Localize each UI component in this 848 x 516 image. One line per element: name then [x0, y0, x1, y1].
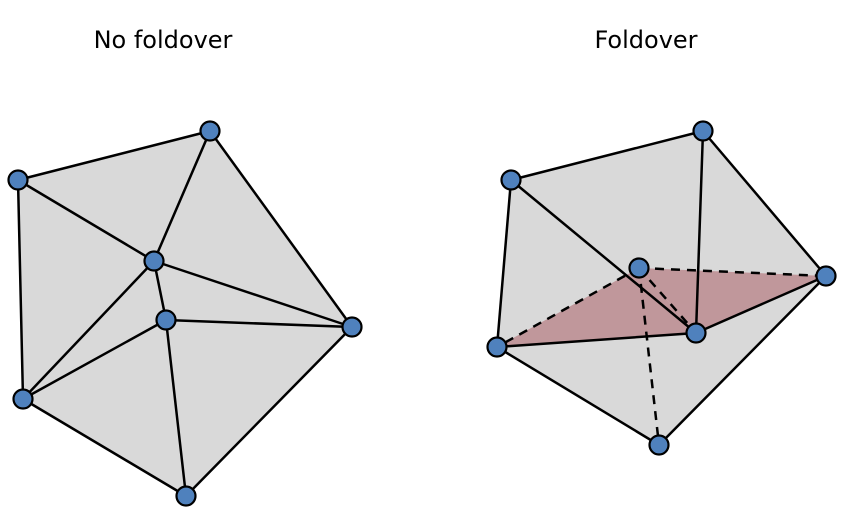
hidden-edge — [638, 267, 697, 334]
mesh-vertex — [175, 485, 197, 507]
mesh-vertex — [815, 265, 837, 287]
mesh-edge — [495, 331, 698, 349]
hidden-edges — [496, 266, 827, 446]
mesh-vertices — [7, 120, 363, 507]
mesh-edge — [694, 274, 828, 335]
mesh-vertex — [692, 120, 714, 142]
mesh-vertex — [155, 309, 177, 331]
mesh-edge — [152, 259, 354, 329]
mesh-vertex — [685, 322, 707, 344]
mesh-edge — [694, 129, 705, 335]
mesh-edge — [16, 178, 156, 263]
mesh-edge — [509, 178, 698, 335]
mesh-vertex — [648, 434, 670, 456]
mesh-edge — [164, 318, 188, 498]
hidden-edge — [496, 266, 640, 349]
mesh-vertex — [143, 250, 165, 272]
mesh-foldover — [486, 120, 837, 456]
folded-face — [639, 268, 826, 333]
mesh-edge — [21, 318, 168, 401]
mesh-vertex — [486, 336, 508, 358]
mesh-edge — [21, 259, 156, 401]
mesh-vertex — [7, 169, 29, 191]
mesh-vertices — [486, 120, 837, 456]
mesh-no-foldover — [7, 120, 363, 507]
mesh-edge — [152, 129, 212, 263]
mesh-edge — [164, 318, 354, 329]
mesh-vertex — [628, 257, 650, 279]
hidden-edge — [637, 267, 661, 446]
mesh-vertex — [341, 316, 363, 338]
panel-title-no-foldover: No foldover — [93, 26, 233, 54]
mesh-edges — [495, 129, 828, 349]
mesh-vertex — [500, 169, 522, 191]
panel-title-foldover: Foldover — [594, 26, 698, 54]
mesh-outline — [16, 129, 354, 498]
folded-face — [497, 268, 696, 347]
mesh-vertex — [12, 388, 34, 410]
mesh-vertex — [199, 120, 221, 142]
